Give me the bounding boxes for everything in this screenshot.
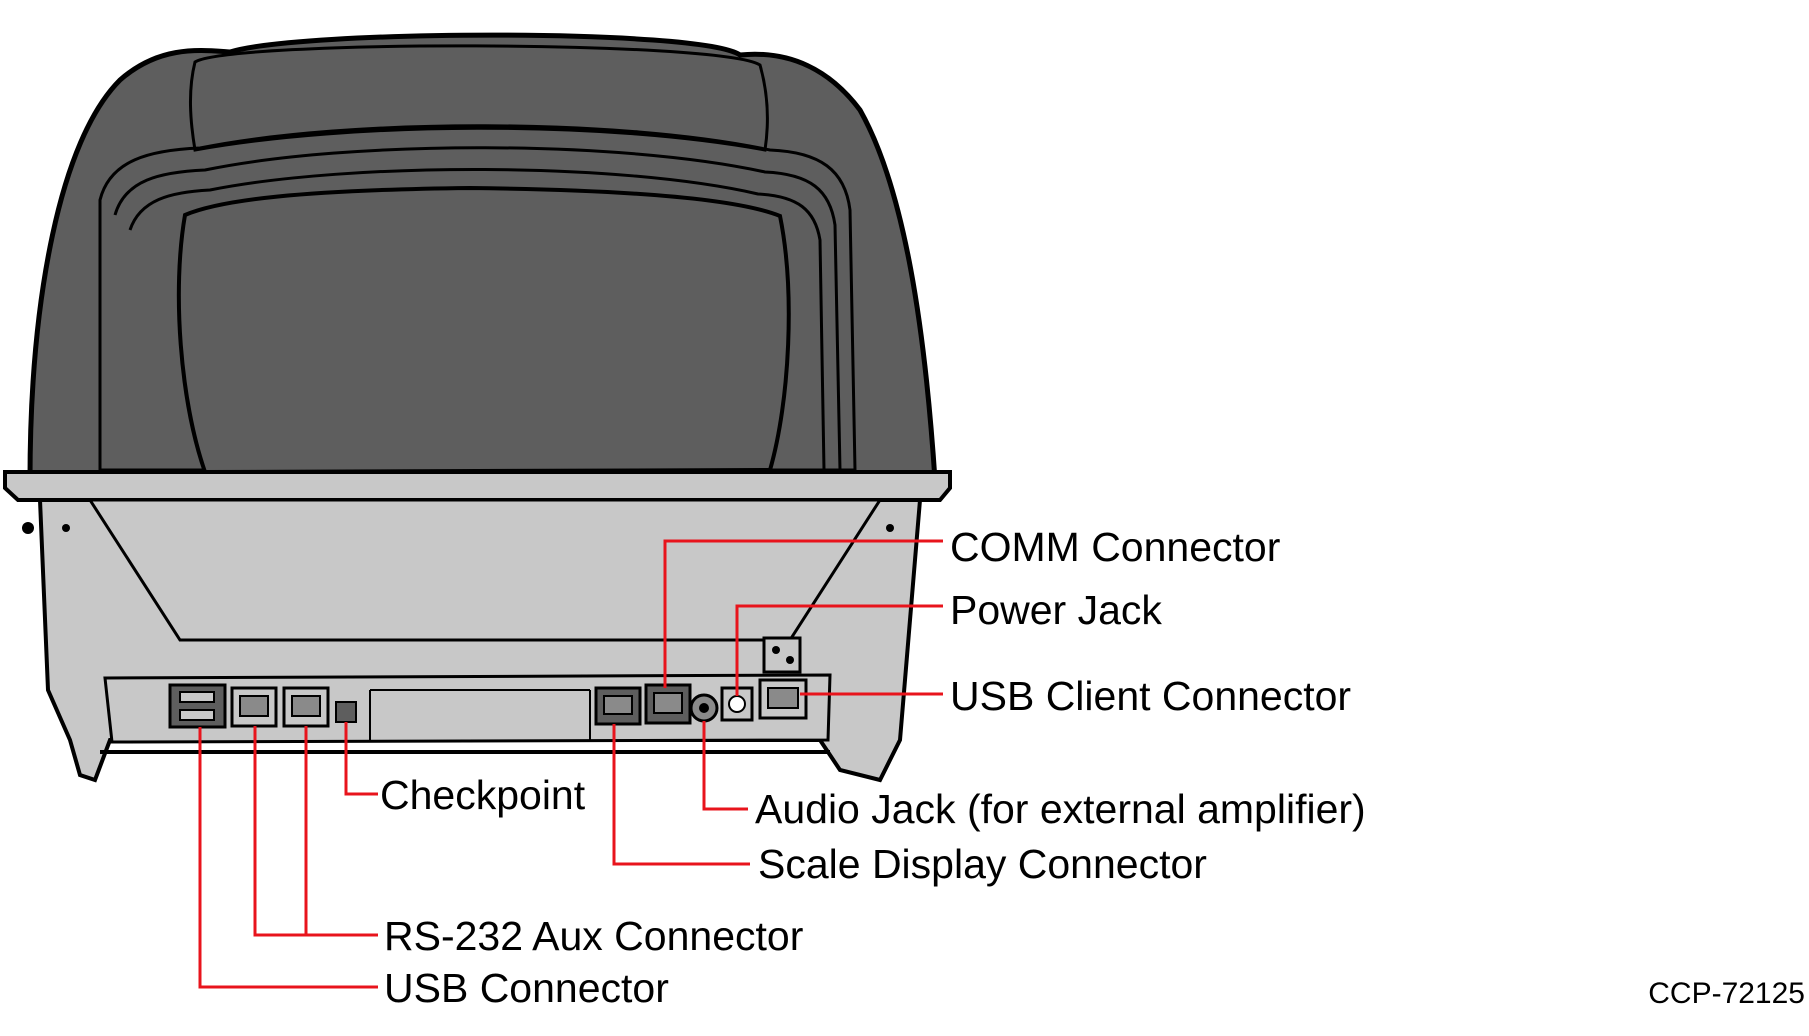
leader-audio: [702, 721, 748, 811]
usb-connector-port: [168, 683, 227, 729]
scanner-hood: [2, 32, 952, 502]
label-usb-connector: USB Connector: [384, 965, 669, 1011]
label-audio-jack: Audio Jack (for external amplifier): [755, 786, 1366, 832]
label-usb-client-connector: USB Client Connector: [950, 673, 1351, 719]
figure-code: CCP-72125: [1648, 977, 1805, 1010]
usb-client-port: [758, 636, 808, 720]
comm-port: [644, 683, 692, 725]
label-scale-display-connector: Scale Display Connector: [758, 841, 1207, 887]
leader-power: [735, 604, 943, 696]
checkpoint-port: [335, 701, 357, 723]
label-comm-connector: COMM Connector: [950, 524, 1280, 570]
scale-display-port: [594, 686, 642, 726]
leader-checkpoint: [344, 722, 378, 796]
leader-usb: [198, 727, 378, 989]
rs232-aux-port-2: [282, 686, 330, 728]
rs232-aux-port-1: [230, 686, 278, 728]
leader-lines: [198, 539, 943, 989]
label-rs232-aux-connector: RS-232 Aux Connector: [384, 913, 803, 959]
leader-rs232-a: [253, 726, 378, 937]
label-power-jack: Power Jack: [950, 587, 1162, 633]
leader-scale: [612, 724, 750, 866]
audio-jack-port: [689, 693, 719, 723]
label-checkpoint: Checkpoint: [380, 772, 586, 818]
leader-comm: [663, 539, 943, 688]
